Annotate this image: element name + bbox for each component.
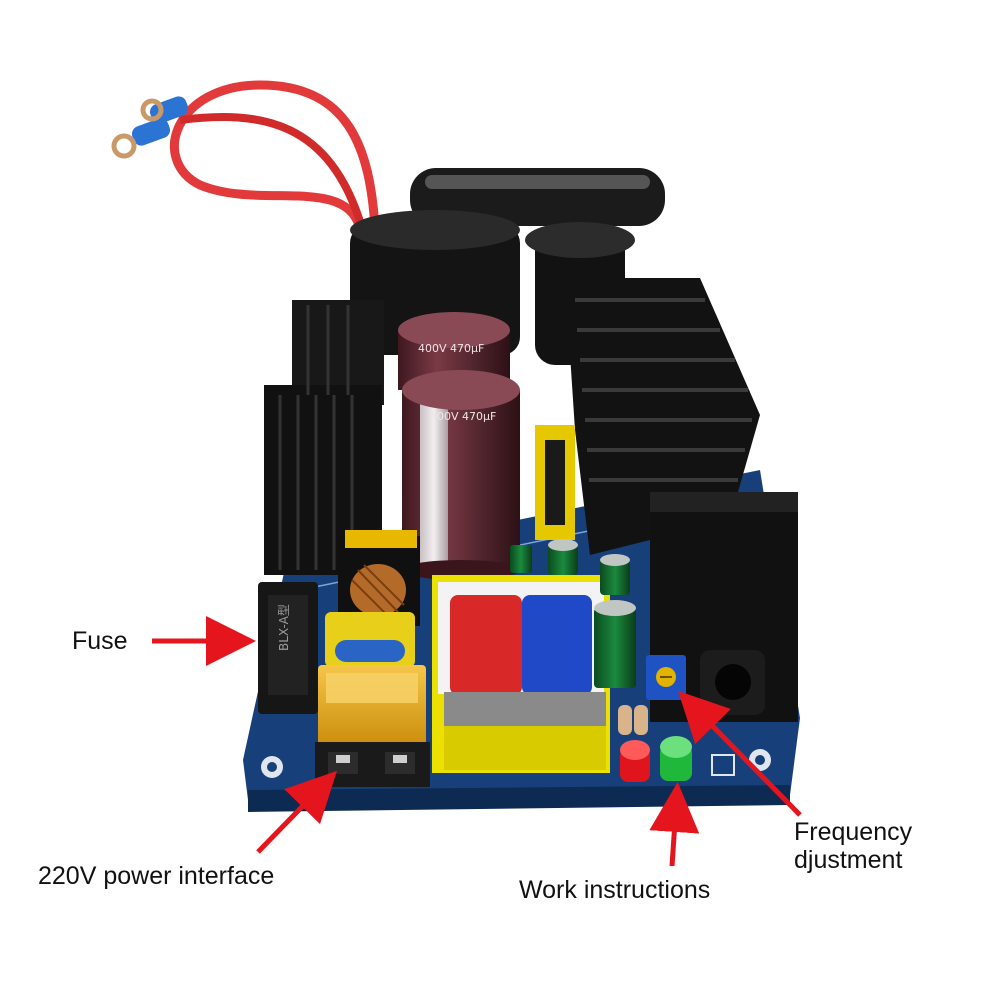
small-capacitors	[510, 539, 636, 688]
output-wire	[111, 80, 380, 230]
x-capacitor	[325, 612, 415, 667]
small-inductor	[535, 425, 575, 540]
arrow-work	[649, 782, 700, 867]
capacitor-front: 400V 470μF	[402, 370, 520, 580]
arrow-power	[256, 770, 337, 854]
label-work-instructions: Work instructions	[519, 876, 711, 904]
heatsink-right	[565, 278, 760, 555]
annotation-arrows	[152, 616, 802, 867]
power-terminal-block	[315, 665, 430, 787]
label-frequency-line1: Frequency	[794, 818, 913, 846]
label-fuse: Fuse	[72, 627, 128, 655]
label-frequency-line2: djustment	[794, 846, 903, 874]
capacitor-back-label: 400V 470μF	[418, 342, 484, 355]
label-frequency-adjustment: Frequency djustment	[794, 818, 912, 874]
resistors	[618, 705, 648, 735]
label-power-interface: 220V power interface	[38, 862, 275, 890]
status-leds	[620, 736, 735, 782]
fuse-holder: BLX-A型	[258, 582, 318, 714]
power-transformer	[432, 575, 610, 773]
capacitor-front-label: 400V 470μF	[430, 410, 496, 423]
arrow-frequency	[677, 690, 802, 817]
common-mode-choke	[338, 530, 420, 626]
frequency-potentiometer	[646, 655, 686, 700]
fuse-holder-text: BLX-A型	[277, 604, 291, 651]
